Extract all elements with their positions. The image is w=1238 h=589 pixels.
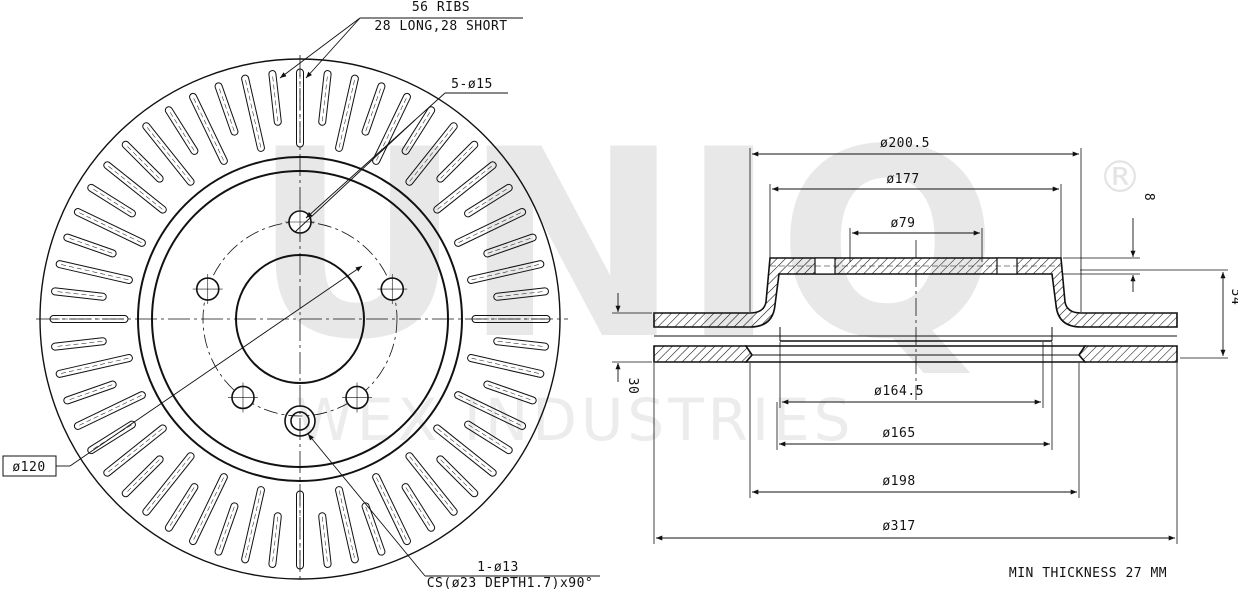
ribs-count-label: 56 RIBS xyxy=(412,0,470,15)
rib-slot-long xyxy=(49,315,129,323)
rib-slot-long xyxy=(335,74,359,152)
rib-slot-short xyxy=(51,337,107,351)
rib-slot-long xyxy=(189,92,228,165)
rib-slot-short xyxy=(214,82,239,136)
front-view: 56 RIBS 28 LONG,28 SHORT 5-ø15 ø120 1-ø1… xyxy=(2,0,600,589)
friction-inner-edge xyxy=(137,156,463,482)
dim-317: ø317 xyxy=(653,363,1178,544)
disc-cross-section xyxy=(653,257,1178,363)
rib-slot-long xyxy=(335,486,359,564)
locator-hole xyxy=(284,405,316,437)
locator-hole-callout: 1-ø13 CS(ø23 DEPTH1.7)x90° xyxy=(307,433,600,589)
rib-slot-long xyxy=(471,315,551,323)
watermark: UNIQ ® WEX INDUSTRIES xyxy=(252,95,1142,454)
watermark-company: WEX INDUSTRIES xyxy=(296,386,855,454)
rib-slot-short xyxy=(121,455,164,498)
bolt-holes xyxy=(192,207,408,413)
dim-200-5: ø200.5 xyxy=(749,136,1082,312)
dim-79-label: ø79 xyxy=(891,216,916,231)
rib-slot-short xyxy=(87,183,136,218)
rib-slot-long xyxy=(433,161,497,214)
rib-slot-long xyxy=(142,122,195,186)
rib-slot-short xyxy=(318,512,332,568)
dim-317-label: ø317 xyxy=(882,519,915,534)
dim-8: 8 xyxy=(1063,193,1156,292)
min-thickness-note: MIN THICKNESS 27 MM xyxy=(1009,566,1167,581)
rib-slot-short xyxy=(483,233,537,258)
rib-slot-short xyxy=(464,420,513,455)
dim-54-label: 54 xyxy=(1228,289,1238,306)
dim-79: ø79 xyxy=(849,216,983,262)
rib-slot-long xyxy=(142,452,195,516)
dim-165-label: ø165 xyxy=(882,426,915,441)
rib-slot-short xyxy=(436,140,479,183)
rib-slot-short xyxy=(164,483,199,532)
dim-8-label: 8 xyxy=(1141,193,1156,201)
rib-slot-short xyxy=(63,380,117,405)
rib-slot-short xyxy=(51,287,107,301)
countersink-label: CS(ø23 DEPTH1.7)x90° xyxy=(427,576,594,589)
rib-slot-long xyxy=(405,452,458,516)
dim-200-5-label: ø200.5 xyxy=(880,136,930,151)
rib-slot-long xyxy=(296,68,304,148)
rib-slot-short xyxy=(483,380,537,405)
dim-164-5-label: ø164.5 xyxy=(874,384,924,399)
rib-slot-short xyxy=(493,287,549,301)
watermark-registered: ® xyxy=(1098,152,1142,203)
rib-slot-short xyxy=(464,183,513,218)
rib-slot-long xyxy=(405,122,458,186)
rib-slot-long xyxy=(73,208,146,247)
disc-outer-edge xyxy=(39,58,561,580)
rib-slot-long xyxy=(241,486,265,564)
hat-outer-edge xyxy=(151,170,449,468)
rib-slot-short xyxy=(268,512,282,568)
dim-198: ø198 xyxy=(749,363,1080,498)
rib-slot-short xyxy=(493,337,549,351)
rib-slot-long xyxy=(454,208,527,247)
rib-slot-long xyxy=(467,354,545,378)
cooling-ribs xyxy=(49,68,551,570)
rib-slot-short xyxy=(268,70,282,126)
rib-slot-long xyxy=(103,161,167,214)
center-bore xyxy=(235,254,365,384)
rib-slot-long xyxy=(296,490,304,570)
rib-slot-long xyxy=(103,424,167,477)
rib-slot-long xyxy=(241,74,265,152)
dim-30-label: 30 xyxy=(625,378,640,395)
dim-177-label: ø177 xyxy=(886,172,919,187)
ribs-detail-label: 28 LONG,28 SHORT xyxy=(374,19,507,34)
rib-slot-long xyxy=(55,354,133,378)
locator-hole-label: 1-ø13 xyxy=(477,560,519,575)
rib-slot-long xyxy=(467,260,545,284)
rib-slot-short xyxy=(401,483,436,532)
rib-slot-short xyxy=(214,502,239,556)
rib-slot-short xyxy=(361,82,386,136)
rib-slot-long xyxy=(372,473,411,546)
bolt-holes-label: 5-ø15 xyxy=(451,77,493,92)
rib-slot-long xyxy=(73,391,146,430)
ribs-callout: 56 RIBS 28 LONG,28 SHORT xyxy=(279,0,523,79)
rib-slot-short xyxy=(318,70,332,126)
rib-slot-long xyxy=(454,391,527,430)
rib-slot-short xyxy=(63,233,117,258)
dim-54: 54 xyxy=(1080,269,1238,359)
center-bore-label: ø120 xyxy=(12,460,45,475)
dim-30: 30 xyxy=(612,293,652,394)
center-bore-callout: ø120 xyxy=(2,265,363,477)
rib-slot-long xyxy=(55,260,133,284)
dim-177: ø177 xyxy=(769,172,1062,258)
rib-slot-short xyxy=(164,106,199,155)
rib-slot-short xyxy=(361,502,386,556)
dim-198-label: ø198 xyxy=(882,474,915,489)
dim-164-5: ø164.5 xyxy=(779,342,1044,408)
rib-slot-short xyxy=(87,420,136,455)
rib-slot-long xyxy=(189,473,228,546)
dim-165: ø165 xyxy=(776,342,1053,450)
bolt-holes-callout: 5-ø15 xyxy=(294,77,508,233)
section-view: ø200.5 ø177 ø79 8 54 xyxy=(612,136,1238,581)
rib-slot-short xyxy=(401,106,436,155)
